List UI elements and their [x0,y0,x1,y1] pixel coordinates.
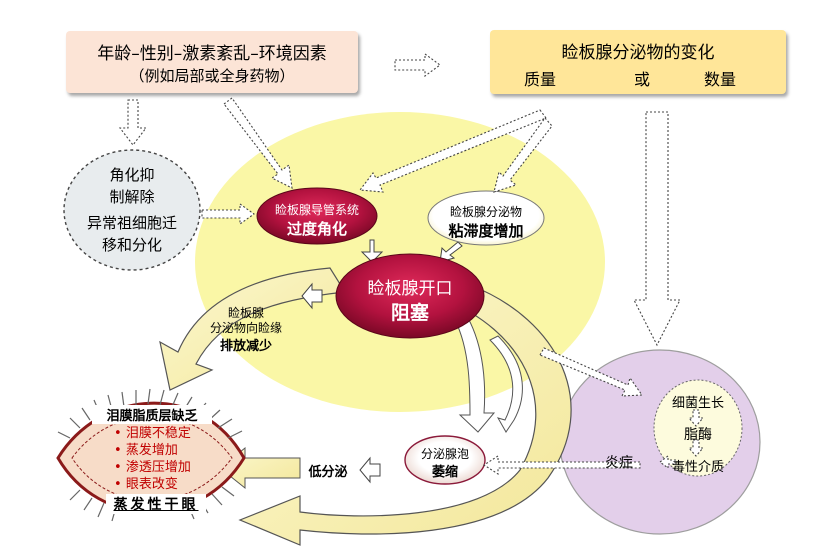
eye-item: • 眼表改变 [114,477,178,492]
obstruction-line1: 睑板腺开口 [367,279,453,299]
lipase-label: 脂酶 [684,427,712,443]
risk-factors-box: 年龄–性别–激素紊乱–环境因素 （例如局部或全身药物） [66,31,358,93]
secretion-change-box: 睑板腺分泌物的变化 质量 或 数量 [490,30,786,94]
atrophy-line1: 分泌腺泡 [420,447,469,461]
eye-items-list: • 泪膜不稳定 • 蒸发增加 • 渗透压增加 • 眼表改变 [114,425,224,493]
hyperkeratinization-line1: 睑板腺导管系统 [274,203,359,217]
reduced-delivery-line1: 睑板腺 [227,306,264,320]
progenitor-line1: 异常祖细胞迁 [86,214,177,232]
secretion-or: 或 [634,70,651,89]
cycle-arrow-icon-inner-2 [489,335,523,433]
bacteria-growth-label: 细菌生长 [671,396,724,411]
hyperkeratinization-ellipse [256,187,378,245]
viscosity-line2: 粘滞度增加 [448,222,524,240]
small-arrow-icon-hyposecretion [359,456,381,484]
small-arrow-icon-delivery [301,282,323,310]
reduced-delivery-line3: 排放减少 [219,339,272,354]
secretion-quantity: 数量 [704,70,737,89]
risk-factors-line2: （例如局部或全身药物） [129,67,295,85]
cycle-arrow-icon-bottom [238,284,572,546]
reduced-delivery-line2: 分泌物向睑缘 [209,321,282,335]
small-arrow-icon-hyper-to-obstruction [360,239,384,263]
viscosity-line1: 睑板腺分泌物 [449,205,522,219]
secretion-quality: 质量 [524,70,557,89]
risk-factors-line1: 年龄–性别–激素紊乱–环境因素 [97,44,327,64]
keratinization-circle [63,149,201,271]
hyperkeratinization-line2: 过度角化 [286,220,347,238]
eye-item: • 泪膜不稳定 [114,426,191,441]
evaporative-dry-eye-label: 蒸发性干眼 [106,494,206,514]
obstruction-ellipse [335,253,485,339]
atrophy-ellipse [404,435,486,485]
atrophy-line2: 萎缩 [431,465,458,480]
keratin-inhibition-line1: 角化抑 [109,166,155,184]
eye-item: • 蒸发增加 [114,443,178,458]
dotted-arrow-icon-right-down [633,111,681,347]
lipid-deficiency-title: 泪膜脂质层缺乏 [92,405,212,424]
viscosity-ellipse [427,190,545,246]
dotted-arrow-icon [118,52,705,476]
cycle-arrow-icon-left [159,267,347,391]
keratin-inhibition-line2: 制解除 [109,188,155,206]
toxic-mediators-label: 毒性介质 [671,460,724,475]
secretion-change-title: 睑板腺分泌物的变化 [561,43,715,63]
eye-item: • 渗透压增加 [114,460,191,475]
hyposecretion-label: 低分泌 [308,465,348,480]
bacteria-cycle-circle [653,379,743,477]
inflammation-label: 炎症 [605,455,633,471]
progenitor-line2: 移和分化 [101,236,162,254]
cycle-arrow-icon-inner [454,317,496,433]
obstruction-line2: 阻塞 [390,302,429,324]
